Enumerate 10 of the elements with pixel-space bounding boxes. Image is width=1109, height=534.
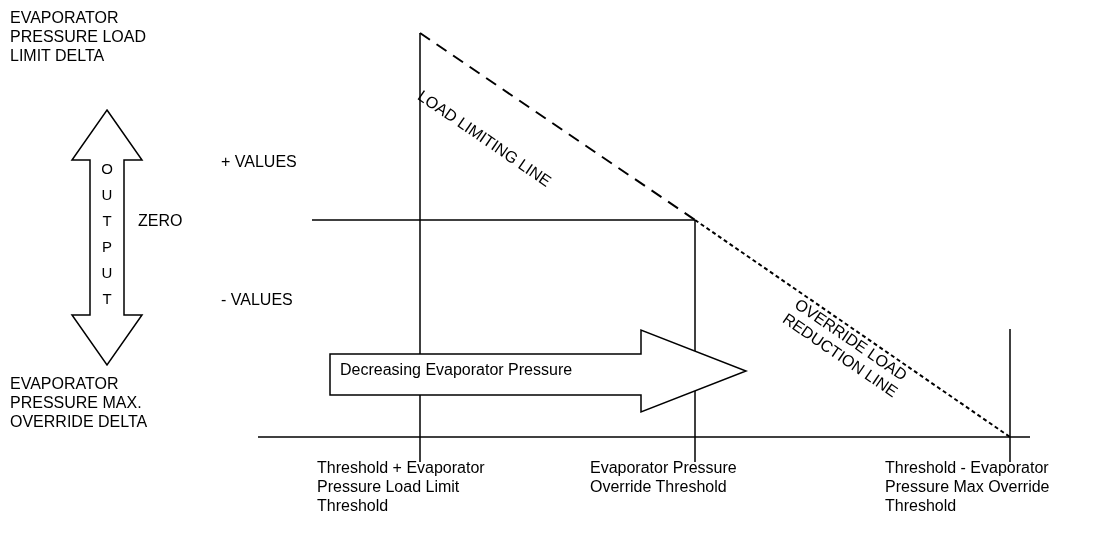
axis-label: EVAPORATOR PRESSURE LOAD LIMIT DELTA	[10, 8, 148, 66]
axis-label: ZERO	[138, 211, 184, 231]
axis-label: + VALUES	[221, 152, 298, 172]
axis-label: EVAPORATOR PRESSURE MAX. OVERRIDE DELTA	[10, 374, 149, 432]
axis-label: - VALUES	[221, 290, 294, 310]
arrow-label: Decreasing Evaporator Pressure	[340, 361, 573, 379]
axis-label: Evaporator Pressure Override Threshold	[590, 458, 738, 497]
arrow-label: OUTPUT	[100, 159, 114, 309]
axis-label: Threshold + Evaporator Pressure Load Limit Threshold	[317, 458, 486, 516]
axis-label: Threshold - Evaporator Pressure Max Override Threshold	[885, 458, 1051, 516]
